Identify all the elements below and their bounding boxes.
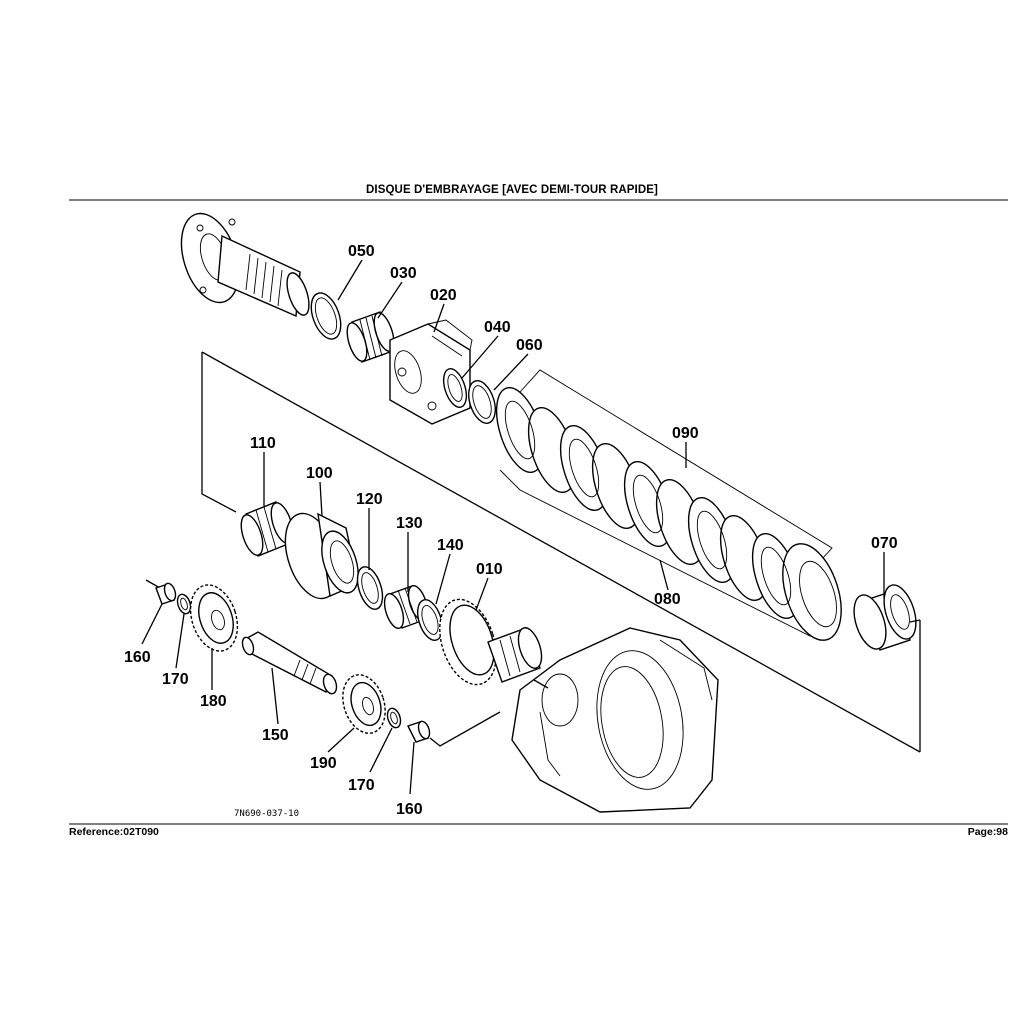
part-label-140: 140 [437, 537, 464, 554]
leader-lines [141, 259, 885, 795]
needle-bearing-130 [383, 585, 429, 629]
assembly-bracket-lines [201, 351, 921, 753]
ring-060 [468, 380, 496, 424]
hub-gear-070 [853, 584, 917, 651]
ring-120 [356, 566, 384, 610]
part-label-050: 050 [348, 243, 375, 260]
page-title: DISQUE D'EMBRAYAGE [AVEC DEMI-TOUR RAPID… [366, 184, 658, 196]
part-label-080: 080 [654, 591, 681, 608]
part-label-110: 110 [250, 435, 276, 452]
bushing-040 [442, 368, 468, 408]
part-label-070: 070 [871, 535, 898, 552]
needle-bearing-110 [240, 501, 294, 557]
countershaft-150 [241, 631, 338, 695]
part-label-040: 040 [484, 319, 511, 336]
part-label-030: 030 [390, 265, 417, 282]
transmission-housing [511, 627, 719, 813]
needle-bearing-160-right [407, 720, 431, 743]
gear-180 [189, 584, 239, 652]
part-label-100: 100 [306, 465, 333, 482]
circlip-050 [310, 292, 342, 340]
part-label-150: 150 [262, 727, 289, 744]
gear-shaft-010 [439, 598, 543, 686]
part-label-060: 060 [516, 337, 543, 354]
part-label-170-right: 170 [348, 777, 375, 794]
part-label-160-right: 160 [396, 801, 423, 818]
needle-bearing-160-left [145, 579, 177, 605]
leader-010-housing [533, 679, 549, 689]
circlip-140 [416, 599, 444, 641]
part-label-020: 020 [430, 287, 457, 304]
drawing-number: 7N690-037-10 [234, 809, 299, 819]
part-labels: 050 030 020 040 060 090 110 100 120 130 … [124, 243, 898, 818]
leader-160-housing [429, 711, 501, 747]
washer-170-right [386, 707, 402, 729]
gear-flange-100 [284, 512, 359, 600]
input-shaft-flange [180, 212, 310, 318]
part-label-170-left: 170 [162, 671, 189, 688]
part-label-010: 010 [476, 561, 503, 578]
part-label-190: 190 [310, 755, 337, 772]
page-number: Page:98 [967, 826, 1008, 838]
reference-label: Reference:02T090 [69, 826, 159, 838]
washer-170-left [176, 593, 192, 615]
part-label-160-left: 160 [124, 649, 151, 666]
part-label-130: 130 [396, 515, 423, 532]
part-label-090: 090 [672, 425, 699, 442]
clutch-carrier-020 [389, 319, 473, 425]
part-label-180: 180 [200, 693, 227, 710]
gear-190 [342, 674, 386, 734]
part-label-120: 120 [356, 491, 383, 508]
